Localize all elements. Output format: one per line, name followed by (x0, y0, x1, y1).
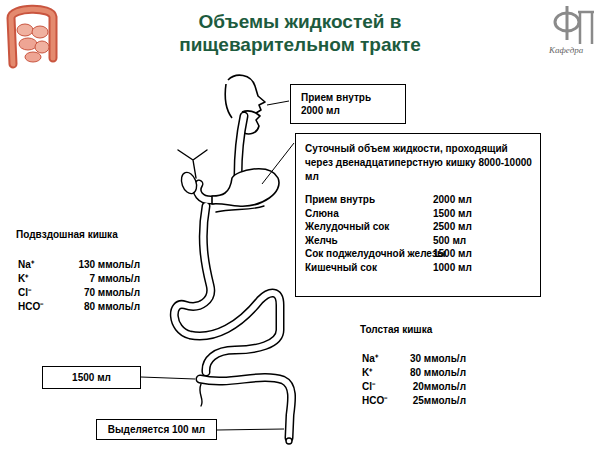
table-cell-value: 1000 мл (433, 261, 532, 275)
duodenum-volume-box: Суточный объем жидкости, проходящий чере… (295, 133, 541, 297)
box-text: 1500 мл (49, 371, 134, 384)
table-cell-value: 2500 мл (433, 220, 532, 234)
table-cell-name: Желудочный сок (305, 220, 433, 234)
table-cell-name: Сок поджелудочной железы (305, 247, 433, 261)
volume-table: Прием внутрь2000 млСлюна1500 млЖелудочны… (305, 193, 532, 274)
concentration: 130 ммоль/л (78, 258, 140, 271)
table-cell-name: Прием внутрь (305, 193, 433, 207)
concentration: 80 ммоль/л (410, 366, 466, 379)
ion-name: K⁺ (362, 366, 372, 379)
ileum-volume-box: 1500 мл (42, 366, 141, 389)
table-cell-value: 1500 мл (433, 207, 532, 221)
title: Объемы жидкостей в пищеварительном тракт… (150, 10, 450, 56)
table-cell-name: Слюна (305, 207, 433, 221)
section-heading: Подвздошная кишка (16, 228, 118, 241)
ion-name: HCO⁻ (362, 394, 387, 407)
table-cell-value: 1500 мл (433, 247, 532, 261)
ion-name: Na⁺ (362, 352, 378, 365)
digestive-tract (174, 116, 292, 444)
ion-name: Na⁺ (18, 258, 34, 271)
ion-name: Cl⁻ (18, 286, 31, 299)
table-cell-name: Кишечный сок (305, 261, 433, 275)
ion-name: Cl⁻ (362, 380, 375, 393)
box-text: Выделяется 100 мл (103, 423, 210, 436)
logo-text: Кафедра (549, 44, 583, 57)
box-heading: Суточный объем жидкости, проходящий чере… (305, 142, 532, 184)
ion-name: HCO⁻ (18, 300, 43, 313)
concentration: 80 ммоль/л (84, 300, 140, 313)
section-heading: Толстая кишка (360, 323, 432, 336)
ion-name: K⁺ (18, 272, 28, 285)
concentration: 20ммоль/л (413, 380, 466, 393)
leader-lines (141, 101, 294, 430)
box-text: Прием внутрь 2000 мл (301, 91, 395, 117)
table-cell-value: 2000 мл (433, 193, 532, 207)
concentration: 7 ммоль/л (90, 272, 141, 285)
concentration: 30 ммоль/л (410, 352, 466, 365)
table-cell-value: 500 мл (433, 234, 532, 248)
concentration: 25ммоль/л (413, 394, 466, 407)
intestine-icon (11, 9, 53, 64)
excretion-box: Выделяется 100 мл (96, 419, 217, 440)
table-cell-name: Желчь (305, 234, 433, 248)
concentration: 70 ммоль/л (84, 286, 140, 299)
logo-monogram (555, 6, 594, 44)
intake-box: Прием внутрь 2000 мл (290, 84, 406, 124)
